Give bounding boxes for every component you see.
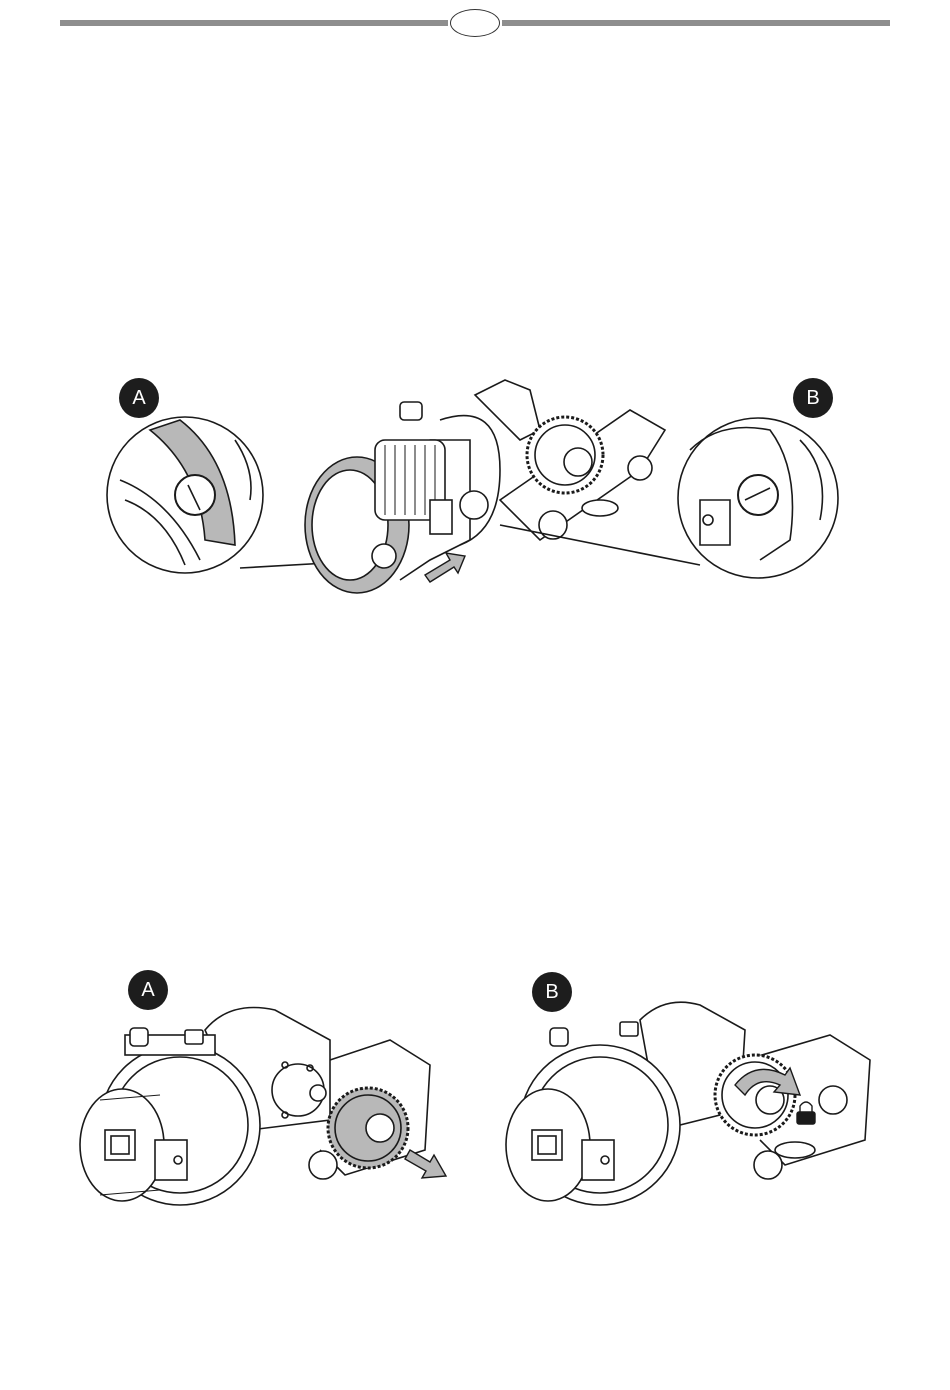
panel-b-device [506,1002,870,1205]
panel-a-device [80,1008,430,1206]
lock-icon [797,1102,815,1124]
push-arrow-icon-bottom [405,1150,446,1178]
